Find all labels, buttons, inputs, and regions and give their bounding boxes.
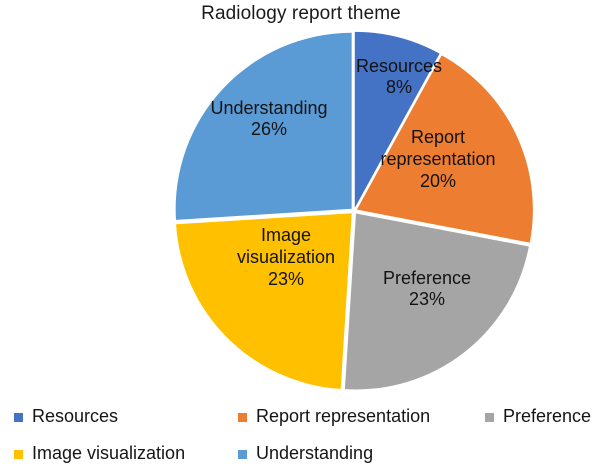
pie-slice-preference[interactable] (344, 213, 529, 390)
legend-item-label: Preference (503, 406, 592, 426)
legend-swatch-icon (238, 449, 247, 459)
pie-slice-report-representation[interactable] (356, 55, 533, 243)
legend-item-label: Report representation (256, 406, 431, 426)
legend-swatch-icon (485, 412, 494, 422)
legend-item-resources[interactable]: Resources (14, 401, 118, 431)
chart-legend: Resources Report representation Preferen… (0, 398, 602, 475)
legend-item-label: Resources (32, 406, 119, 426)
legend-item-understanding[interactable]: Understanding (238, 438, 373, 468)
legend-swatch-icon (14, 412, 23, 422)
pie-slice-resources[interactable] (354, 31, 440, 208)
legend-item-image-visualization[interactable]: Image visualization (14, 438, 185, 468)
legend-swatch-icon (14, 449, 23, 459)
legend-item-report-representation[interactable]: Report representation (238, 401, 430, 431)
legend-row: Resources Report representation Preferen… (0, 398, 602, 434)
legend-swatch-icon (238, 412, 247, 422)
legend-row: Image visualization Understanding (0, 435, 602, 471)
legend-item-label: Understanding (256, 443, 374, 463)
legend-item-preference[interactable]: Preference (485, 401, 591, 431)
pie-slice-understanding[interactable] (175, 32, 352, 220)
pie-svg (175, 31, 533, 390)
pie-plot-area: Resources 8% Report representation 20% P… (171, 28, 537, 394)
legend-item-label: Image visualization (32, 443, 186, 463)
chart-title: Radiology report theme (201, 3, 401, 24)
pie-slice-image-visualization[interactable] (176, 213, 352, 389)
